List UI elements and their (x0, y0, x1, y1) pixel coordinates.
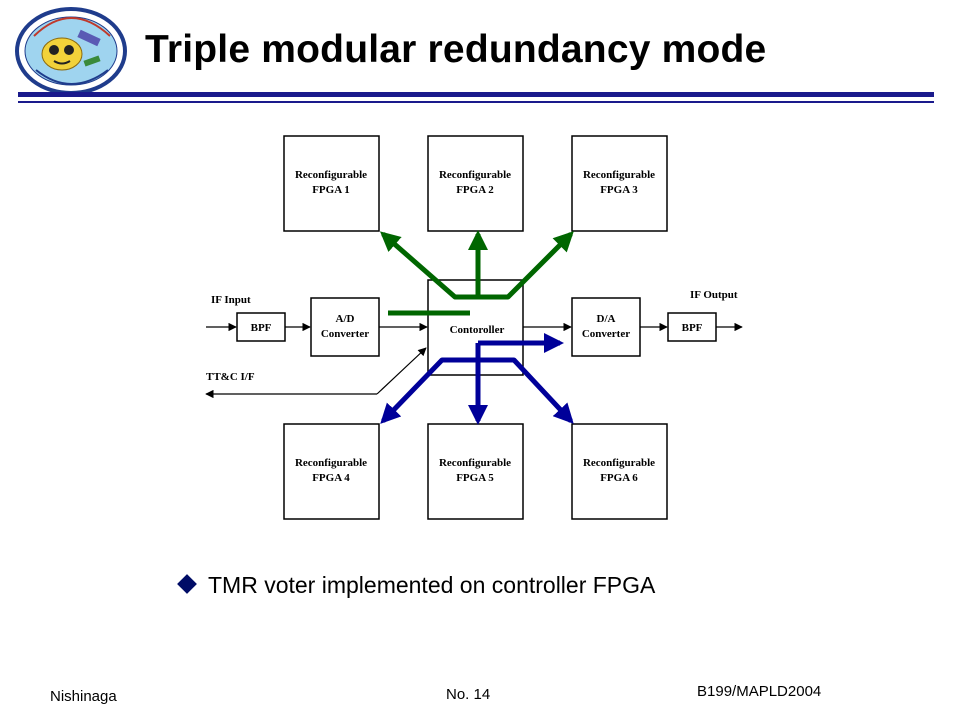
fpga-2-name: FPGA 2 (456, 184, 494, 196)
bpf-output-block: BPF (667, 312, 717, 342)
bullet-item: TMR voter implemented on controller FPGA (177, 572, 656, 599)
svg-text:BPF: BPF (682, 322, 703, 334)
if-output-label: IF Output (690, 289, 738, 301)
fpga-6-block: Reconfigurable FPGA 6 (571, 423, 668, 520)
fpga-5-label: Reconfigurable (439, 457, 511, 469)
fpga-4-label: Reconfigurable (295, 457, 367, 469)
svg-text:D/A: D/A (597, 313, 616, 325)
fpga-5-name: FPGA 5 (456, 472, 494, 484)
fpga-2-block: Reconfigurable FPGA 2 (427, 135, 524, 232)
title-rule-thick (18, 92, 934, 97)
upper-fpga-arrows (379, 230, 574, 316)
fpga-4-block: Reconfigurable FPGA 4 (283, 423, 380, 520)
lower-fpga-arrows (380, 333, 574, 425)
fpga-5-block: Reconfigurable FPGA 5 (427, 423, 524, 520)
footer-author: Nishinaga (50, 688, 117, 705)
svg-text:A/D: A/D (336, 313, 355, 325)
fpga-2-label: Reconfigurable (439, 169, 511, 181)
da-converter-block: D/A Converter (571, 297, 641, 357)
fpga-1-name: FPGA 1 (312, 184, 350, 196)
fpga-4-name: FPGA 4 (312, 472, 350, 484)
footer-page-number: No. 14 (446, 686, 491, 703)
bullet-text: TMR voter implemented on controller FPGA (208, 572, 656, 598)
fpga-3-name: FPGA 3 (600, 184, 638, 196)
if-input-label: IF Input (211, 294, 251, 306)
svg-text:BPF: BPF (251, 322, 272, 334)
svg-text:Contoroller: Contoroller (450, 324, 505, 336)
satellite-logo-icon (15, 7, 127, 95)
fpga-1-block: Reconfigurable FPGA 1 (283, 135, 380, 232)
fpga-6-label: Reconfigurable (583, 457, 655, 469)
diamond-bullet-icon (177, 574, 197, 594)
footer-reference: B199/MAPLD2004 (697, 683, 822, 700)
signal-arrows (205, 322, 743, 399)
svg-text:Converter: Converter (321, 328, 369, 340)
fpga-3-block: Reconfigurable FPGA 3 (571, 135, 668, 232)
title-rule-thin (18, 101, 934, 103)
fpga-3-label: Reconfigurable (583, 169, 655, 181)
fpga-6-name: FPGA 6 (600, 472, 638, 484)
ttc-label: TT&C I/F (206, 371, 255, 383)
svg-text:Converter: Converter (582, 328, 630, 340)
bpf-input-block: BPF (236, 312, 286, 342)
page-title: Triple modular redundancy mode (145, 28, 767, 71)
fpga-1-label: Reconfigurable (295, 169, 367, 181)
ad-converter-block: A/D Converter (310, 297, 380, 357)
